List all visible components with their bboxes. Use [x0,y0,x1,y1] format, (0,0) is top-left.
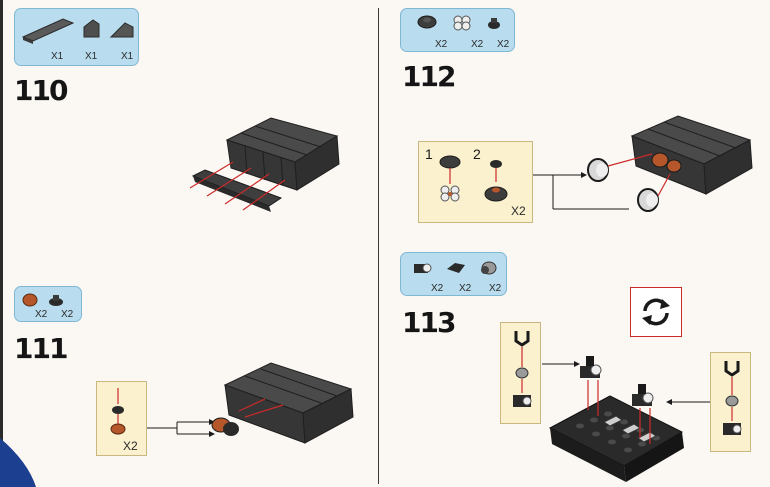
rotate-model-box [630,287,682,337]
page-corner-badge [0,438,36,487]
part-tile-long-icon [21,18,75,44]
part-small-round-icon [488,18,500,29]
sub-assembly-icon [110,388,126,435]
assembly-112-illustration [587,115,753,212]
parts-box-113: X2 X2 X2 [400,252,507,296]
parts-box-111: X2 X2 [14,286,82,322]
step-number-111: 111 [14,332,68,365]
part-qty: X1 [51,51,64,62]
sub-assembly-2-icon [484,160,508,202]
part-round-plate-icon [417,15,437,29]
part-slope-icon [83,19,100,38]
part-qty: X2 [35,309,48,320]
part-clip-icon [414,263,432,273]
sub-step-number: 1 [425,146,433,162]
sub-assembly-1-icon [439,155,461,202]
parts-box-110: X1 X1 X1 [14,8,139,66]
part-qty: X2 [497,39,510,50]
sub-step-number: 2 [473,146,481,162]
page-edge [0,0,3,487]
callout-box-113-left [500,322,541,424]
callout-arrow-111 [147,419,215,437]
step-number-112: 112 [402,60,456,93]
sub-assembly-left-icon [513,331,532,407]
part-flower-plate-icon [453,15,471,31]
part-wedge-icon [109,22,134,38]
part-qty: X2 [489,283,502,294]
assembly-111-illustration [211,362,354,444]
callout-box-112: 1 2 X2 [418,141,533,223]
rotate-model-icon [642,298,670,326]
part-qty: X1 [85,51,98,62]
step-number-110: 110 [14,74,68,107]
part-round-brown-icon [22,293,38,307]
callout-box-111: X2 [96,381,147,456]
step-divider [378,8,379,484]
part-bar-holder-icon [447,263,465,273]
callout-qty: X2 [123,439,138,453]
part-qty: X2 [471,39,484,50]
parts-box-112: X2 X2 X2 [400,8,515,52]
part-qty: X2 [435,39,448,50]
part-qty: X1 [121,51,134,62]
part-qty: X2 [431,283,444,294]
assembly-110-illustration [189,117,340,212]
assembly-113-illustration [542,356,710,482]
part-qty: X2 [61,309,74,320]
callout-qty: X2 [511,204,526,218]
callout-box-113-right [710,352,751,452]
callout-arrow-112 [533,172,629,210]
part-qty: X2 [459,283,472,294]
part-black-plate-icon [49,295,63,306]
part-grey-axle-icon [481,261,497,275]
sub-assembly-right-icon [723,361,742,435]
step-number-113: 113 [402,306,456,339]
